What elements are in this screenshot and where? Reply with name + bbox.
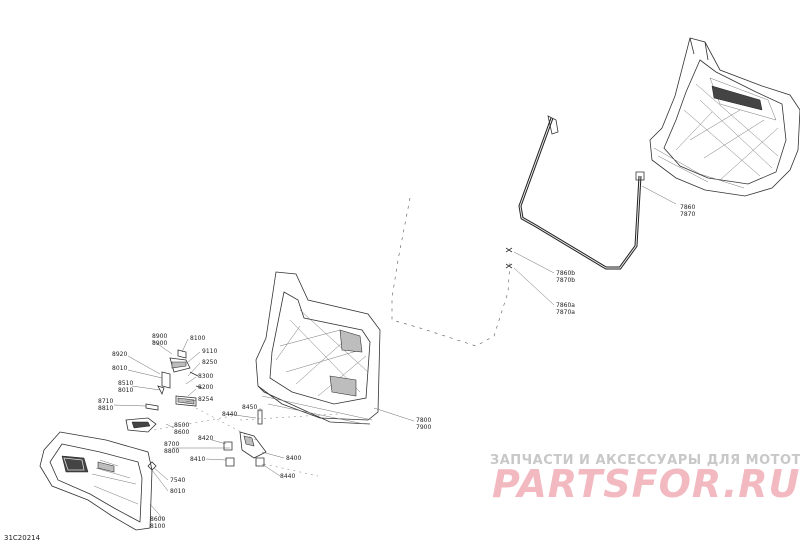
label-8510: 8510 xyxy=(118,380,133,387)
part-labels: 8900 8900 8100 9110 8920 8010 8250 8300 … xyxy=(98,204,695,530)
label-8810: 8810 xyxy=(98,405,113,412)
label-8250: 8250 xyxy=(202,359,217,366)
label-8800: 8800 xyxy=(164,448,179,455)
label-8300: 8300 xyxy=(198,373,213,380)
label-8420: 8420 xyxy=(198,435,213,442)
watermark-tagline: ЗАПЧАСТИ И АКСЕССУАРЫ ДЛЯ МОТОТЕХНИКИ xyxy=(490,453,800,468)
label-7800: 7800 xyxy=(416,417,431,424)
label-8600: 8600 xyxy=(174,429,189,436)
label-7860a: 7860a xyxy=(556,302,575,309)
middle-door-frame xyxy=(255,271,381,425)
latch-parts xyxy=(223,409,267,467)
label-8920: 8920 xyxy=(112,351,127,358)
label-8500: 8500 xyxy=(174,422,189,429)
label-8900: 8900 xyxy=(152,333,167,340)
label-8700: 8700 xyxy=(164,441,179,448)
label-8440-b: 8440 xyxy=(280,473,295,480)
label-8010-c: 8010 xyxy=(170,488,185,495)
watermark: ЗАПЧАСТИ И АКСЕССУАРЫ ДЛЯ МОТОТЕХНИКИ PA… xyxy=(490,453,800,506)
label-8400: 8400 xyxy=(286,455,301,462)
label-7900: 7900 xyxy=(416,424,431,431)
label-8410: 8410 xyxy=(190,456,205,463)
label-7540: 7540 xyxy=(170,477,185,484)
label-7860b: 7860b xyxy=(556,270,575,277)
seal-clips xyxy=(505,247,513,269)
label-8450: 8450 xyxy=(242,404,257,411)
label-7870b: 7870b xyxy=(556,277,575,284)
watermark-logo: PARTSFOR.RU xyxy=(492,462,800,506)
leader-lines xyxy=(113,185,677,521)
label-9110: 9110 xyxy=(202,348,217,355)
label-7870a: 7870a xyxy=(556,309,575,316)
label-8010-a: 8010 xyxy=(112,365,127,372)
assembly-path-dashed xyxy=(391,197,511,347)
label-8440-a: 8440 xyxy=(222,411,237,418)
label-7870: 7870 xyxy=(680,211,695,218)
label-8100-b: 8100 xyxy=(150,523,165,530)
door-panel xyxy=(39,431,153,531)
label-8100: 8100 xyxy=(190,335,205,342)
label-8900b: 8900 xyxy=(152,340,167,347)
label-8010-b: 8010 xyxy=(118,387,133,394)
label-8710: 8710 xyxy=(98,398,113,405)
label-8600-b: 8600 xyxy=(150,516,165,523)
label-8200: 8200 xyxy=(198,384,213,391)
door-frame-assembly xyxy=(649,37,800,197)
diagram-code: 31C20214 xyxy=(4,534,41,542)
door-handle-parts xyxy=(125,349,203,471)
label-7860: 7860 xyxy=(680,204,695,211)
door-seal xyxy=(518,115,645,270)
label-8254: 8254 xyxy=(198,396,213,403)
